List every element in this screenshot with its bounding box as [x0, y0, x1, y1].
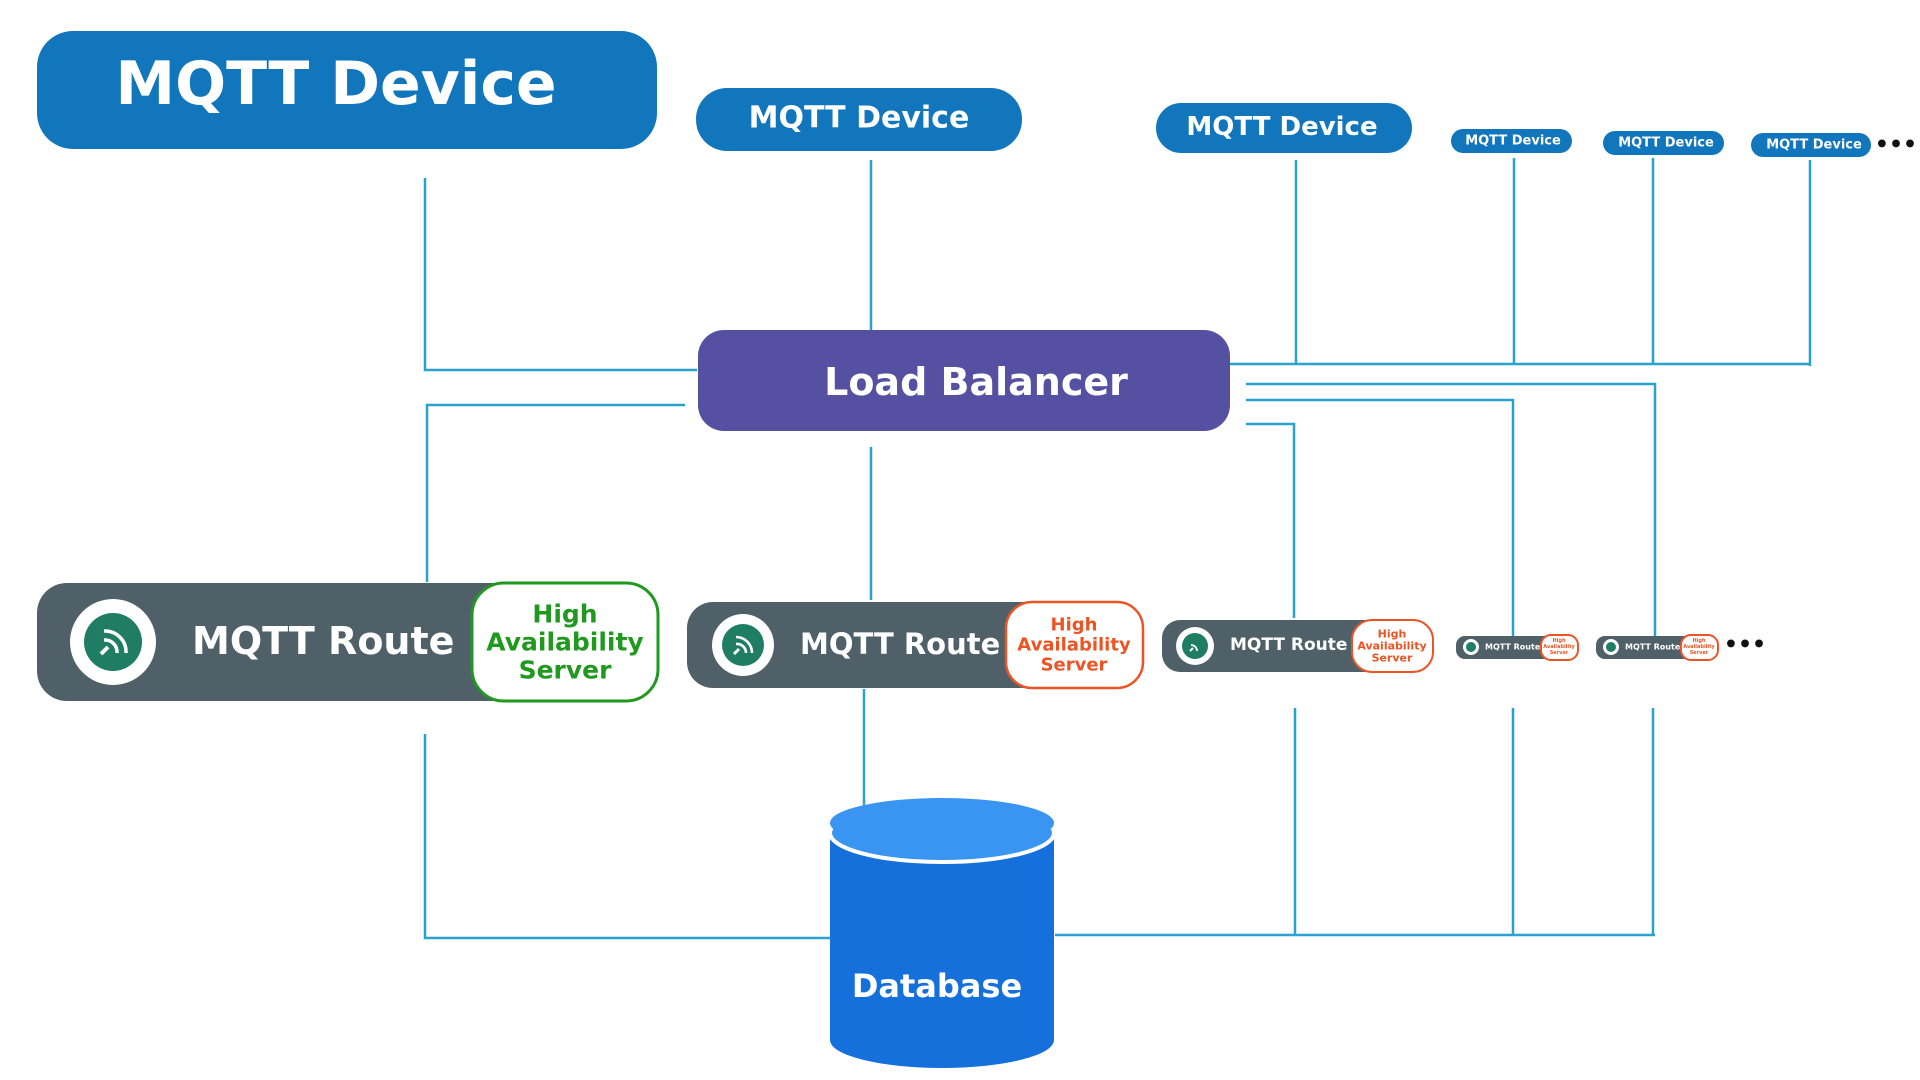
ha-line-3: Server	[1372, 652, 1413, 665]
mqtt-route-2: MQTT Route High Availability Server	[687, 600, 1145, 690]
connector-route-3	[1246, 422, 1296, 618]
mqtt-route-4: MQTT Route High Availability Server	[1456, 634, 1579, 661]
mqtt-route-5: MQTT Route High Availability Server	[1596, 634, 1719, 661]
ha-line-1: High	[1552, 638, 1565, 644]
ha-line-3: Server	[519, 656, 613, 685]
mqtt-device-label: MQTT Device	[1186, 112, 1377, 142]
mqtt-route-label: MQTT Route	[1625, 643, 1681, 652]
connector-route-5	[1246, 382, 1657, 636]
ha-line-2: Availability	[1357, 640, 1426, 653]
mqtt-device-label: MQTT Device	[1766, 138, 1862, 153]
ha-line-1: High	[1051, 615, 1098, 636]
ha-line-1: High	[1692, 638, 1705, 644]
route-logo-icon	[712, 614, 774, 676]
high-availability-badge: High Availability Server	[1680, 634, 1719, 661]
high-availability-badge: High Availability Server	[1351, 619, 1434, 673]
ha-line-2: Availability	[1017, 635, 1131, 656]
route-logo-icon	[70, 599, 156, 685]
mqtt-route-3: MQTT Route High Availability Server	[1162, 619, 1434, 673]
high-availability-badge: High Availability Server	[1004, 600, 1145, 690]
mqtt-route-label: MQTT Route	[192, 619, 454, 663]
mqtt-device-3: MQTT Device	[1156, 103, 1412, 153]
load-balancer-label: Load Balancer	[824, 360, 1128, 404]
mqtt-device-label: MQTT Device	[115, 49, 556, 119]
high-availability-badge: High Availability Server	[1540, 634, 1579, 661]
load-balancer: Load Balancer	[698, 330, 1230, 431]
mqtt-route-label: MQTT Route	[800, 627, 1000, 661]
connector-route-1	[425, 403, 685, 582]
database-label: Database	[852, 967, 1022, 1005]
route-logo-icon	[1176, 627, 1214, 665]
mqtt-route-label: MQTT Route	[1230, 635, 1347, 655]
mqtt-device-label: MQTT Device	[749, 101, 970, 136]
ha-line-2: Availability	[1683, 644, 1715, 650]
connector-lines	[423, 158, 1812, 940]
ha-line-3: Server	[1041, 655, 1108, 676]
ha-line-1: High	[532, 600, 597, 629]
mqtt-route-1: MQTT Route High Availability Server	[37, 581, 660, 703]
more-devices-ellipsis: •••	[1875, 133, 1917, 158]
mqtt-device-6: MQTT Device	[1751, 133, 1871, 157]
ha-line-1: High	[1378, 628, 1407, 641]
more-routes-ellipsis: •••	[1724, 633, 1766, 658]
ha-line-2: Availability	[1543, 644, 1575, 650]
mqtt-device-label: MQTT Device	[1618, 136, 1714, 151]
connector-db-route-1	[423, 734, 830, 940]
mqtt-device-4: MQTT Device	[1451, 129, 1572, 153]
mqtt-device-1: MQTT Device	[37, 31, 657, 149]
mqtt-route-label: MQTT Route	[1485, 643, 1541, 652]
ha-line-3: Server	[1690, 650, 1709, 656]
ha-line-2: Availability	[486, 628, 643, 657]
ha-line-3: Server	[1550, 650, 1569, 656]
high-availability-badge: High Availability Server	[470, 581, 660, 703]
mqtt-device-2: MQTT Device	[696, 88, 1022, 151]
route-logo-icon	[1463, 639, 1479, 655]
connector-route-4	[1246, 398, 1515, 636]
connector-device-1	[423, 178, 697, 372]
database-cylinder: Database	[828, 798, 1056, 1068]
mqtt-device-5: MQTT Device	[1603, 131, 1724, 155]
route-logo-icon	[1603, 639, 1619, 655]
mqtt-device-label: MQTT Device	[1465, 134, 1561, 149]
